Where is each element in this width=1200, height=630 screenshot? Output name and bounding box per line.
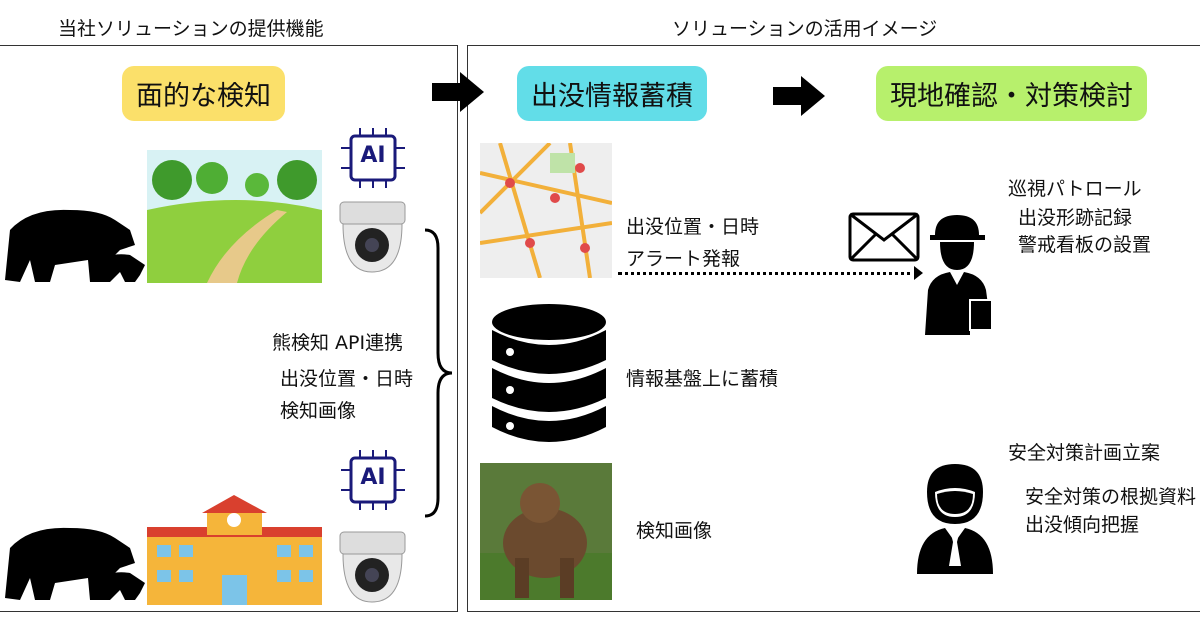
- school-illustration: [147, 495, 322, 605]
- left-text-3: 検知画像: [280, 400, 357, 422]
- left-header: 当社ソリューションの提供機能: [58, 18, 324, 40]
- bear-icon: [5, 209, 145, 282]
- database-icon: [492, 304, 606, 442]
- plan-title: 安全対策計画立案: [1008, 442, 1161, 464]
- right-panel: [467, 45, 1200, 612]
- dome-camera-icon: [339, 201, 406, 273]
- tag-info-accumulation: 出没情報蓄積: [517, 66, 707, 121]
- dome-camera-icon: [339, 531, 406, 603]
- alert-text-1: 出没位置・日時: [626, 216, 760, 238]
- ai-label: AI: [360, 465, 386, 490]
- patrol-title: 巡視パトロール: [1008, 178, 1142, 200]
- patrol-item: 出没形跡記録: [1018, 207, 1133, 229]
- dotted-arrow-line: [618, 272, 918, 275]
- arrowhead-icon: [914, 266, 923, 280]
- plan-item: 出没傾向把握: [1025, 514, 1140, 536]
- left-text-1: 熊検知 API連携: [272, 332, 404, 354]
- tag-area-detection: 面的な検知: [122, 66, 285, 121]
- worker-icon: [925, 215, 993, 335]
- patrol-item: 警戒看板の設置: [1018, 234, 1152, 256]
- map-illustration: [480, 143, 612, 278]
- alert-text-2: アラート発報: [626, 248, 741, 270]
- ai-label: AI: [360, 143, 386, 168]
- businessman-icon: [917, 464, 993, 574]
- left-text-2: 出没位置・日時: [280, 368, 414, 390]
- db-text: 情報基盤上に蓄積: [626, 368, 779, 390]
- bear-photo: [480, 463, 612, 600]
- park-illustration: [147, 150, 322, 283]
- ai-chip-icon: AI: [338, 128, 408, 188]
- ai-chip-icon: AI: [338, 450, 408, 510]
- right-header: ソリューションの活用イメージ: [672, 18, 938, 40]
- image-text: 検知画像: [636, 520, 713, 542]
- curly-brace: [424, 228, 453, 518]
- arrow-right-icon: [432, 72, 484, 112]
- arrow-right-icon: [773, 76, 825, 116]
- tag-field-check: 現地確認・対策検討: [876, 66, 1147, 121]
- envelope-icon: [848, 212, 920, 262]
- plan-item: 安全対策の根拠資料: [1025, 486, 1197, 508]
- left-panel: [0, 45, 458, 612]
- bear-icon: [5, 527, 145, 600]
